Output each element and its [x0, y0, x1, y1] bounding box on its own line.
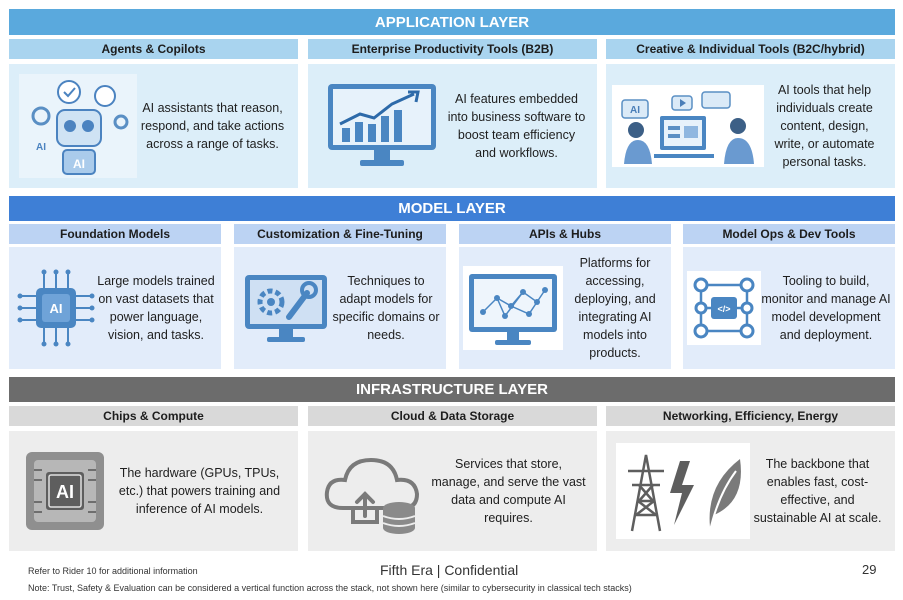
infra-column-networking: Networking, Efficiency, Energy The backb…: [606, 406, 895, 551]
column-heading: Foundation Models: [9, 224, 221, 244]
column-heading: Agents & Copilots: [9, 39, 298, 59]
column-heading: Chips & Compute: [9, 406, 298, 426]
column-heading: APIs & Hubs: [459, 224, 671, 244]
svg-text:AI: AI: [56, 482, 74, 502]
application-layer-title: APPLICATION LAYER: [9, 9, 895, 35]
model-column-foundation: Foundation Models AI Large models train: [9, 224, 221, 369]
column-heading: Customization & Fine-Tuning: [234, 224, 446, 244]
column-description: AI features embedded into business softw…: [447, 92, 586, 160]
model-layer-title: MODEL LAYER: [9, 196, 895, 221]
column-description: The hardware (GPUs, TPUs, etc.) that pow…: [118, 466, 281, 516]
column-heading: Cloud & Data Storage: [308, 406, 597, 426]
growth-chart-monitor-icon: [318, 78, 446, 174]
footer-note: Note: Trust, Safety & Evaluation can be …: [28, 583, 632, 593]
footer-confidential: Fifth Era | Confidential: [380, 562, 519, 578]
column-heading: Creative & Individual Tools (B2C/hybrid): [606, 39, 895, 59]
column-heading: Enterprise Productivity Tools (B2B): [308, 39, 597, 59]
svg-text:AI: AI: [36, 142, 46, 153]
ai-chip-icon: AI: [15, 267, 97, 349]
column-description: The backbone that enables fast, cost-eff…: [753, 457, 882, 525]
network-monitor-icon: [463, 266, 563, 350]
svg-text:AI: AI: [630, 105, 640, 116]
app-column-creative: Creative & Individual Tools (B2C/hybrid)…: [606, 39, 895, 188]
column-description: Services that store, manage, and serve t…: [431, 457, 586, 525]
column-description: AI tools that help individuals create co…: [774, 83, 875, 169]
svg-text:AI: AI: [50, 301, 63, 316]
column-description: Large models trained on vast datasets th…: [97, 274, 215, 342]
column-description: Platforms for accessing, deploying, and …: [574, 256, 656, 360]
infra-column-cloud: Cloud & Data Storage Services that store…: [308, 406, 597, 551]
people-at-computer-icon: AI: [612, 85, 764, 167]
page-number: 29: [862, 562, 877, 577]
column-description: AI assistants that reason, respond, and …: [140, 101, 285, 151]
app-column-enterprise: Enterprise Productivity Tools (B2B) AI f…: [308, 39, 597, 188]
code-network-icon: </>: [687, 271, 761, 345]
column-description: Techniques to adapt models for specific …: [332, 274, 440, 342]
model-column-modelops: Model Ops & Dev Tools </> Tooling to bui…: [683, 224, 895, 369]
app-column-agents: Agents & Copilots AI AI AI assistants th…: [9, 39, 298, 188]
infrastructure-layer-title: INFRASTRUCTURE LAYER: [9, 377, 895, 402]
column-heading: Model Ops & Dev Tools: [683, 224, 895, 244]
gear-wrench-monitor-icon: [240, 270, 332, 346]
robot-assistant-icon: AI AI: [19, 74, 137, 178]
infra-column-chips: Chips & Compute AI The hardware (GPUs, T…: [9, 406, 298, 551]
model-column-customization: Customization & Fine-Tuning Techniques t…: [234, 224, 446, 369]
column-heading: Networking, Efficiency, Energy: [606, 406, 895, 426]
column-description: Tooling to build, monitor and manage AI …: [761, 274, 891, 342]
footer-reference: Refer to Rider 10 for additional informa…: [28, 566, 198, 576]
svg-text:AI: AI: [73, 157, 85, 171]
ai-processor-icon: AI: [19, 445, 111, 537]
model-column-apis: APIs & Hubs Platforms for acces: [459, 224, 671, 369]
energy-tower-leaf-icon: [616, 443, 750, 539]
cloud-database-icon: [318, 445, 430, 537]
svg-text:</>: </>: [717, 304, 730, 314]
